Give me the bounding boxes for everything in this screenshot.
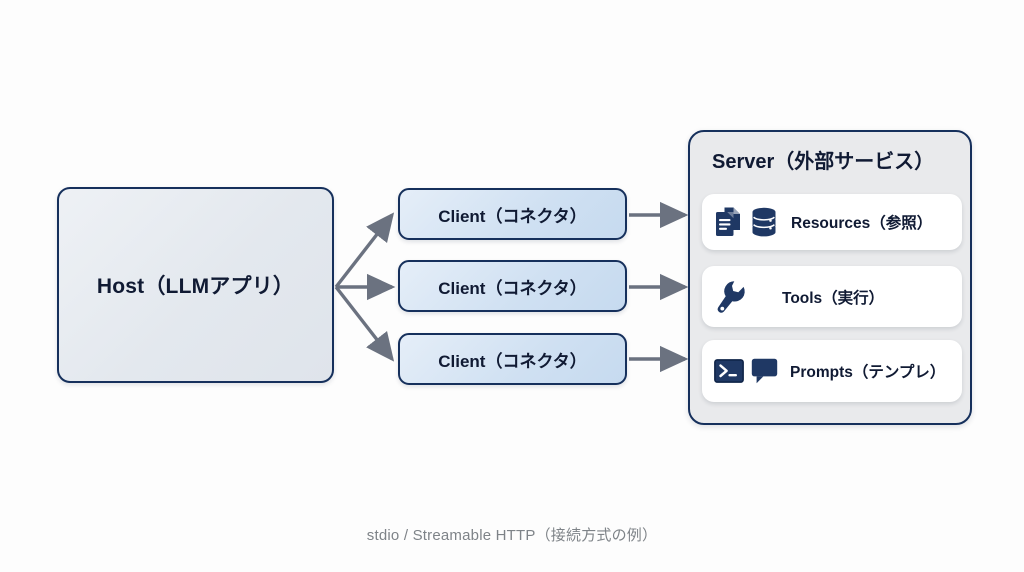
database-icon (752, 207, 776, 237)
client-label: Client（コネクタ） (438, 206, 587, 226)
documents-icon (716, 207, 740, 236)
client-label: Client（コネクタ） (438, 351, 587, 371)
host-label: Host（LLMアプリ） (96, 275, 295, 298)
server-panel[interactable]: Server（外部サービス） (688, 130, 972, 425)
client-label: Client（コネクタ） (438, 278, 587, 298)
client-box-1[interactable]: Client（コネクタ） (398, 188, 627, 240)
server-row-label: Tools（実行） (782, 289, 885, 307)
terminal-icon (714, 359, 744, 383)
server-row-tools[interactable]: Tools（実行） (702, 266, 962, 327)
diagram-caption: stdio / Streamable HTTP（接続方式の例） (366, 527, 658, 544)
speech-bubble-icon (751, 358, 778, 384)
arrow-host-to-client-1 (334, 212, 395, 289)
server-row-prompts[interactable]: Prompts（テンプレ） (702, 340, 962, 402)
server-row-label: Resources（参照） (791, 215, 933, 232)
client-box-2[interactable]: Client（コネクタ） (398, 260, 627, 312)
arrow-host-to-client-3 (334, 285, 395, 362)
resources-icon-group (714, 206, 777, 238)
host-box[interactable]: Host（LLMアプリ） (57, 187, 334, 383)
tools-icon-group (714, 279, 748, 315)
client-box-3[interactable]: Client（コネクタ） (398, 333, 627, 385)
server-row-label: Prompts（テンプレ） (790, 364, 946, 381)
prompts-icon-group (714, 358, 778, 384)
wrench-icon (717, 280, 745, 313)
server-title: Server（外部サービス） (712, 151, 935, 173)
server-row-resources[interactable]: Resources（参照） (702, 194, 962, 250)
